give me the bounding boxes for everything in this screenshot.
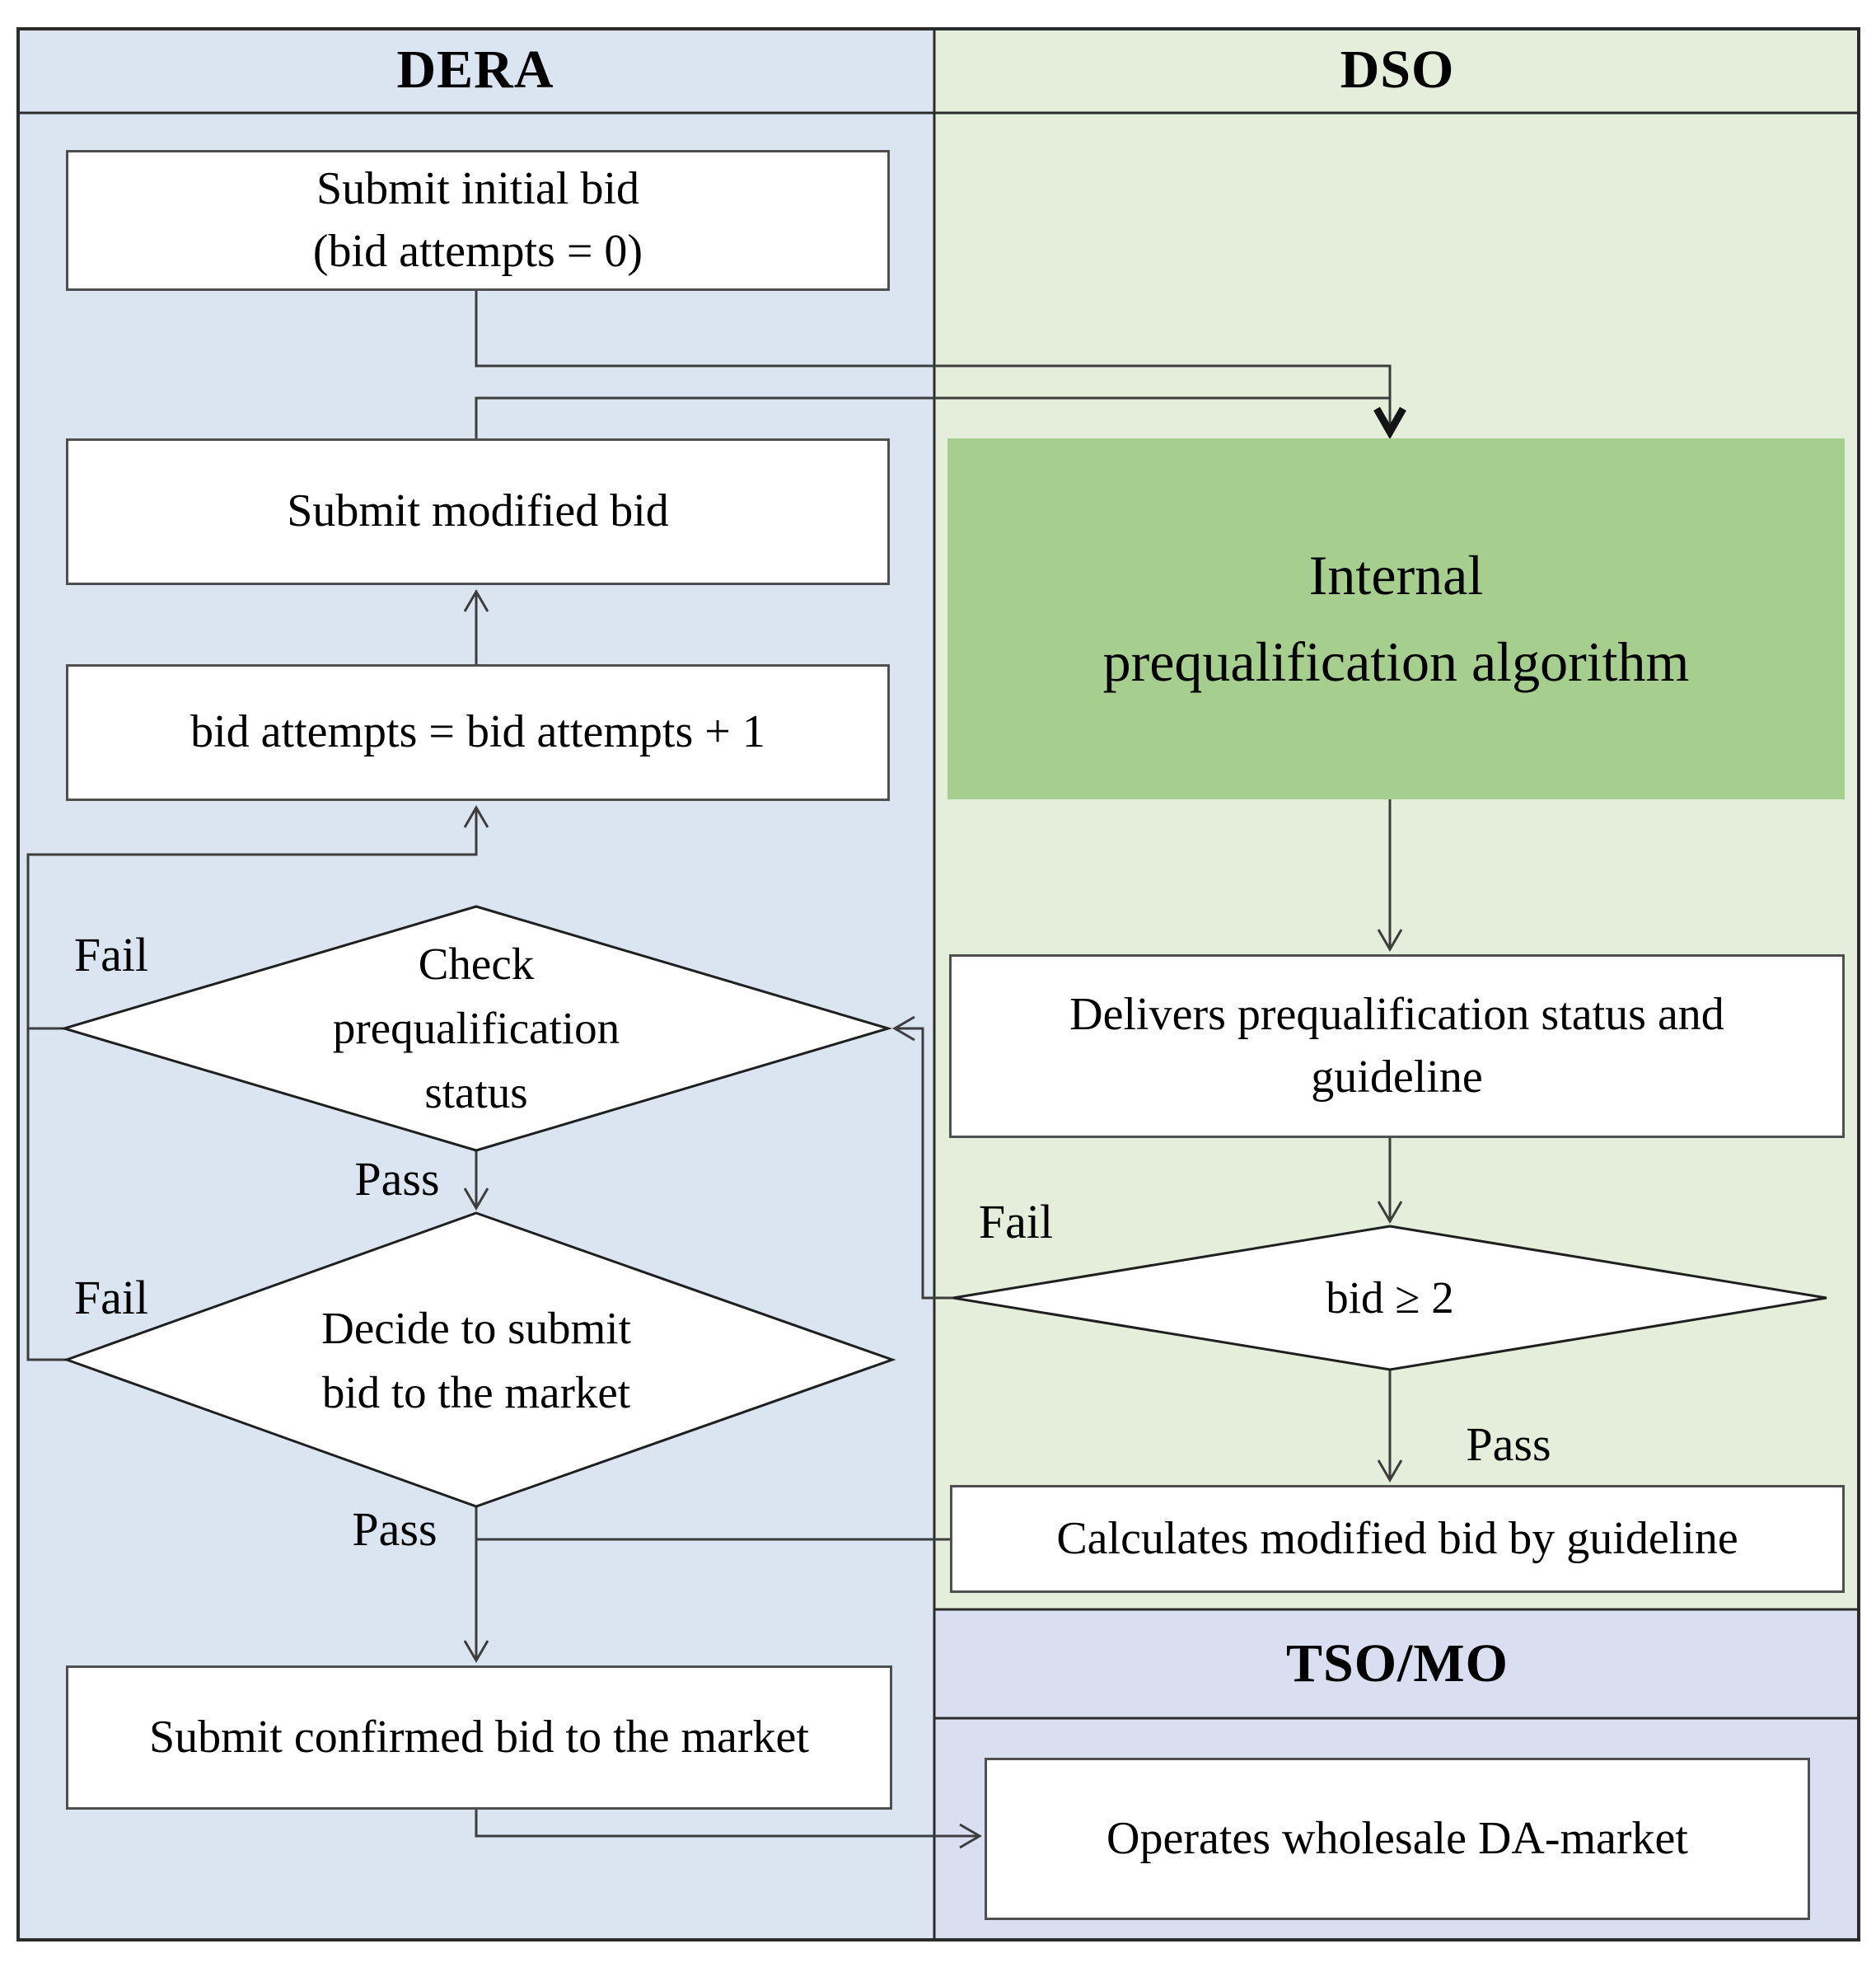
- node-operates-wholesale-da-market: Operates wholesale DA-market: [985, 1758, 1810, 1920]
- lane-header-dso: DSO: [934, 27, 1860, 113]
- node-calculates-modified-bid: Calculates modified bid by guideline: [950, 1485, 1845, 1593]
- edge-check-fail-loop: [26, 805, 489, 1030]
- lane-header-dera: DERA: [16, 27, 934, 113]
- decision-check-prequalification-label: Check prequalification status: [332, 938, 620, 1118]
- decision-decide-to-submit-shape: [63, 1211, 896, 1508]
- node-submit-modified-bid: Submit modified bid: [66, 438, 890, 585]
- edge-decide-fail-loop: [26, 1028, 67, 1361]
- decision-decide-to-submit-label: Decide to submit bid to the market: [321, 1302, 631, 1417]
- node-submit-initial-bid: Submit initial bid (bid attempts = 0): [66, 150, 890, 291]
- label-bid2-fail: Fail: [978, 1194, 1054, 1248]
- node-increment-bid-attempts: bid attempts = bid attempts + 1: [66, 664, 890, 801]
- edge-bid2-fail-to-check: [892, 1015, 953, 1300]
- lane-header-dso-label: DSO: [1340, 40, 1455, 100]
- decision-bid-ge-2-shape: [952, 1225, 1827, 1371]
- lane-header-tso-label: TSO/MO: [1285, 1633, 1509, 1693]
- edge-modified-bid-to-algorithm: [475, 396, 1390, 438]
- label-check-pass: Pass: [354, 1151, 440, 1206]
- label-decide-fail: Fail: [73, 1270, 149, 1324]
- decision-bid-ge-2-label: bid ≥ 2: [1326, 1272, 1454, 1323]
- node-internal-prequalification-algorithm: Internal prequalification algorithm: [947, 438, 1845, 799]
- section-separators: [16, 27, 1860, 1942]
- edge-confirmed-to-operates: [475, 1810, 982, 1849]
- label-bid2-pass: Pass: [1466, 1417, 1551, 1471]
- node-delivers-prequalification-status: Delivers prequalification status and gui…: [949, 954, 1845, 1138]
- lane-header-dera-label: DERA: [396, 40, 554, 100]
- label-decide-pass: Pass: [352, 1501, 437, 1556]
- decision-check-prequalification-shape: [59, 905, 893, 1152]
- label-check-fail: Fail: [73, 927, 149, 981]
- node-submit-confirmed-bid: Submit confirmed bid to the market: [66, 1665, 892, 1810]
- lane-header-tso: TSO/MO: [934, 1609, 1860, 1718]
